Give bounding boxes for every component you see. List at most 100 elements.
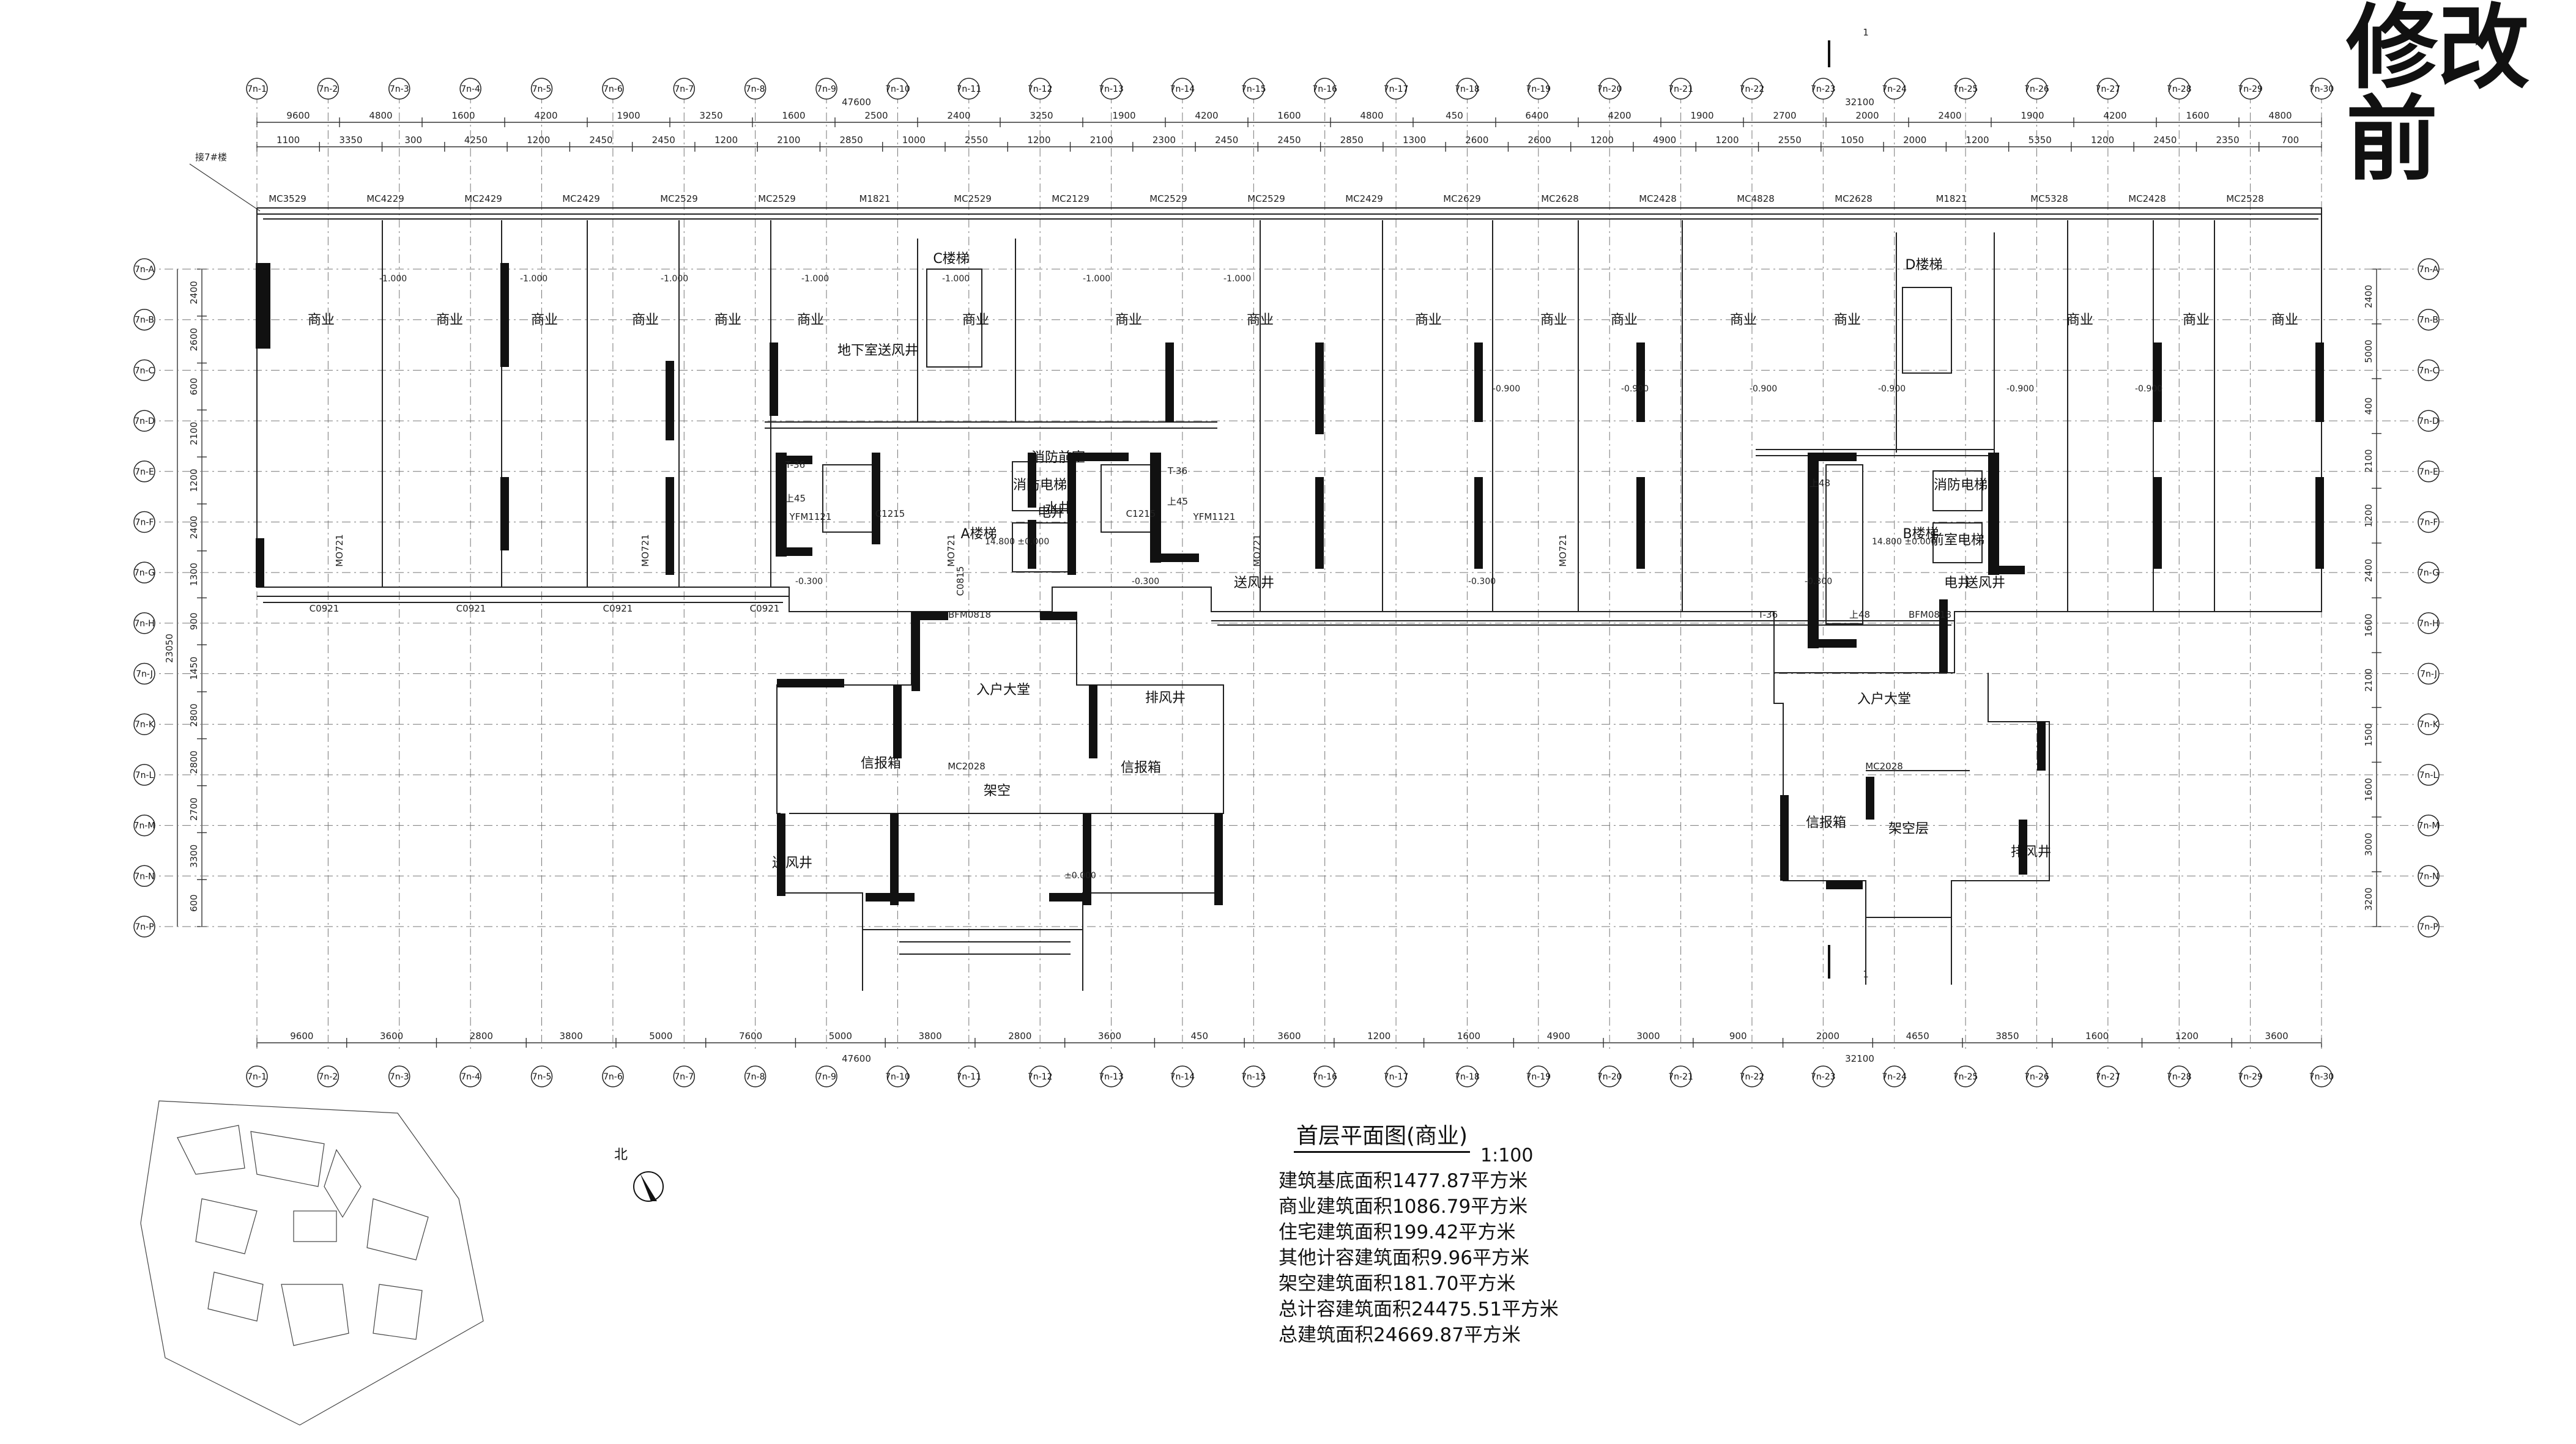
dimension-value: 1600 [1277,110,1301,121]
dimension-value: 2400 [2363,559,2374,582]
drawing-title: 首层平面图(商业) [1294,1124,1471,1153]
axis-bubble [530,1065,553,1087]
axis-bubble [1385,78,1407,100]
axis-label: 7n-16 [1312,84,1337,94]
door-window-tag: MC4229 [366,193,404,204]
overall-dimension: 47600 [842,97,871,108]
axis-bubble [2418,814,2440,837]
axis-bubble [2418,561,2440,583]
dimension-value: 300 [404,135,422,146]
stair-mark: T-36 [1758,609,1778,620]
door-window-tag: MC2428 [2128,193,2166,204]
dimension-value: 4250 [464,135,488,146]
axis-label: 7n-F [135,517,154,527]
dimension-value: 6400 [1525,110,1548,121]
dimension-value: 4200 [534,110,557,121]
axis-label: 7n-7 [674,84,694,94]
axis-label: 7n-M [134,821,155,831]
axis-label: 7n-13 [1099,84,1124,94]
axis-label: 7n-C [2419,366,2439,376]
dimension-value: 9600 [290,1031,313,1042]
axis-bubble [388,1065,410,1087]
area-stat-row: 总建筑面积24669.87平方米 [1279,1322,1559,1348]
axis-label: 7n-19 [1526,84,1551,94]
axis-label: 7n-21 [1668,1072,1693,1082]
axis-label: 7n-8 [746,84,765,94]
dimension-value: 2800 [188,750,199,774]
dimension-value: 3000 [2363,833,2374,856]
axis-bubble [1669,78,1692,100]
axis-bubble [1029,1065,1051,1087]
dimension-value: 2700 [1773,110,1796,121]
dimension-value: 2000 [1816,1031,1839,1042]
dimension-value: 2100 [2363,449,2374,472]
dimension-value: 4650 [1906,1031,1929,1042]
area-stat-row: 商业建筑面积1086.79平方米 [1279,1194,1559,1220]
axis-bubble [530,78,553,100]
axis-bubble [2418,410,2440,432]
axis-bubble [2418,359,2440,382]
axis-bubble [1812,78,1835,100]
axis-label: 7n-16 [1312,1072,1337,1082]
level-mark: -0.300 [795,577,823,587]
dimension-value: 700 [2282,135,2299,146]
axis-bubble [1669,1065,1692,1087]
axis-label: 7n-E [135,467,154,477]
axis-label: 7n-12 [1028,1072,1053,1082]
door-window-tag: C1215 [1126,508,1156,519]
axis-label: 7n-9 [817,84,836,94]
room-label: 商业 [308,313,335,328]
dimension-value: 1900 [617,110,640,121]
axis-label: 7n-2 [319,1072,338,1082]
room-label: 商业 [1834,313,1861,328]
axis-label: 7n-15 [1241,1072,1266,1082]
dimension-value: 2450 [2153,135,2177,146]
axis-bubble [2168,78,2190,100]
dimension-value: 3300 [188,845,199,868]
axis-label: 7n-11 [956,84,981,94]
dimension-value: 2100 [777,135,800,146]
axis-label: 7n-24 [1882,1072,1907,1082]
dimension-value: 1000 [902,135,926,146]
dimension-value: 2700 [188,798,199,821]
room-label: A楼梯 [960,527,997,542]
axis-label: 7n-20 [1597,1072,1622,1082]
room-label: 入户大堂 [1857,692,1911,707]
door-window-tag: MC4828 [1737,193,1775,204]
axis-bubble [1883,78,1906,100]
level-mark: -0.900 [1878,384,1906,394]
area-stat-unit: 平方米 [1471,1196,1528,1218]
room-label: 架空 [984,783,1011,799]
section-mark: 1 [1863,969,1869,980]
axis-bubble [815,78,837,100]
room-label: C楼梯 [933,251,969,267]
axis-bubble [2097,1065,2119,1087]
dimension-value: 400 [2363,398,2374,415]
level-mark: 14.800 ±0.000 [985,537,1049,547]
area-stat-unit: 平方米 [1471,1170,1528,1192]
door-window-tag: C1215 [875,508,905,519]
dimension-value: 2850 [1340,135,1364,146]
room-label: 水井 [1045,501,1072,516]
overall-dimension: 47600 [842,1053,871,1064]
door-window-tag: MC2028 [948,761,985,772]
dimension-value: 1600 [2186,110,2209,121]
axis-bubble [1527,78,1550,100]
area-stat-row: 建筑基底面积1477.87平方米 [1279,1168,1559,1194]
room-label: 地下室送风井 [837,343,918,358]
axis-label: 7n-23 [1811,84,1836,94]
dimension-value: 1200 [2091,135,2114,146]
axis-label: 7n-17 [1384,84,1409,94]
door-window-tag: MC2429 [1345,193,1383,204]
dimension-value: 2300 [1153,135,1176,146]
axis-label: 7n-20 [1597,84,1622,94]
axis-bubble [2418,511,2440,533]
axis-label: 7n-8 [746,1072,765,1082]
door-window-tag: C0921 [750,603,780,614]
axis-label: 7n-B [2419,316,2438,325]
dimension-value: 1100 [277,135,300,146]
axis-bubble [133,561,155,583]
axis-bubble [133,511,155,533]
dimension-value: 900 [188,613,199,631]
door-window-tag: MC2628 [1835,193,1873,204]
